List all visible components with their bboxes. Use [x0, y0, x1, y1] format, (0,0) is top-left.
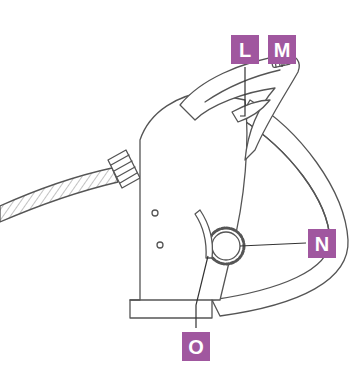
power-cord [0, 168, 118, 222]
temperature-dial [208, 228, 244, 264]
callout-letter: L [231, 35, 259, 64]
handle [180, 55, 299, 160]
cord-guard [108, 150, 140, 188]
lever [195, 210, 213, 258]
callout-letter: M [268, 35, 296, 64]
iron-body [130, 92, 247, 318]
spray-button [232, 100, 270, 122]
callout-letter: O [182, 332, 210, 361]
leader-lines [196, 60, 306, 328]
callout-letter: N [308, 229, 336, 258]
